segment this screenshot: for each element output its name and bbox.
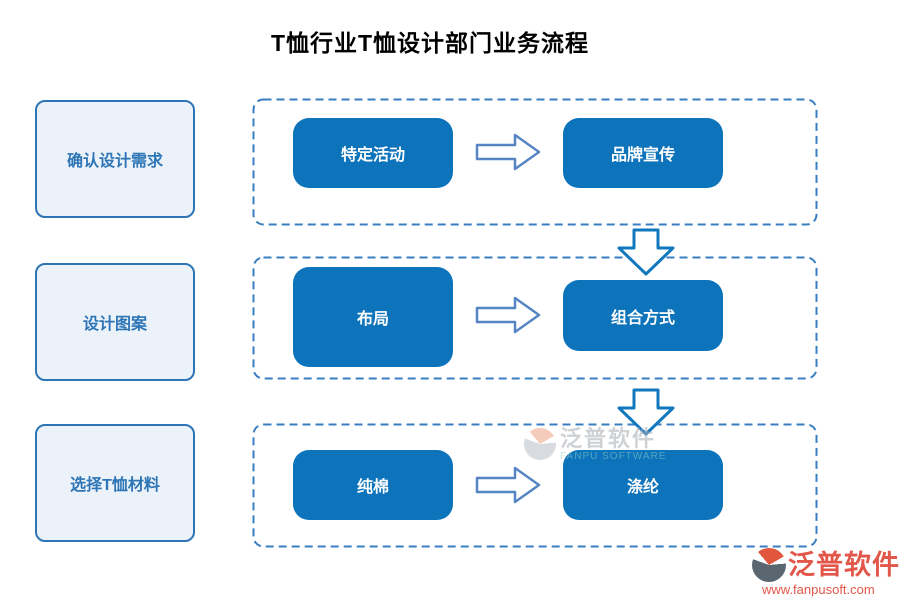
node-text: 品牌宣传 [610,147,675,164]
stage-label-design-pattern: 设计图案 [35,263,195,381]
fanpu-logo-icon [752,548,786,582]
node-pure-cotton: 纯棉 [293,450,453,520]
watermark-brand: 泛普软件 [560,426,657,451]
footer-brand: 泛普软件 [788,549,900,580]
fanpu-logo-icon [524,428,556,460]
diagram-title: T恤行业T恤设计部门业务流程 [270,30,590,56]
node-text: 纯棉 [356,479,389,496]
node-text: 布局 [356,311,389,328]
node-text: 涤纶 [626,479,659,496]
down-arrow-icon [616,228,676,276]
right-arrow-icon [475,465,542,505]
node-layout: 布局 [293,267,453,367]
right-arrow-icon [475,132,542,172]
fanpu-footer-logo: 泛普软件 www.fanpusoft.com [752,548,900,596]
node-text: 特定活动 [340,147,405,164]
stage-label-text: 设计图案 [82,316,147,333]
node-text: 组合方式 [610,309,675,327]
stage-label-choose-tshirt-material: 选择T恤材料 [35,424,195,542]
stage-label-confirm-design-requirements: 确认设计需求 [35,100,195,218]
footer-url: www.fanpusoft.com [762,582,875,597]
stage-label-text: 选择T恤材料 [70,477,160,494]
right-arrow-icon [475,295,542,335]
watermark-subtitle: FANPU SOFTWARE [560,451,667,462]
lane-frame-row1 [252,98,818,226]
down-arrow-icon [616,388,676,436]
watermark-fanpu: 泛普软件 FANPU SOFTWARE [524,428,666,462]
stage-label-text: 确认设计需求 [66,153,163,170]
node-combination-method: 组合方式 [563,280,723,351]
node-polyester: 涤纶 [563,450,723,520]
node-brand-promotion: 品牌宣传 [563,118,723,188]
node-specific-activity: 特定活动 [293,118,453,188]
